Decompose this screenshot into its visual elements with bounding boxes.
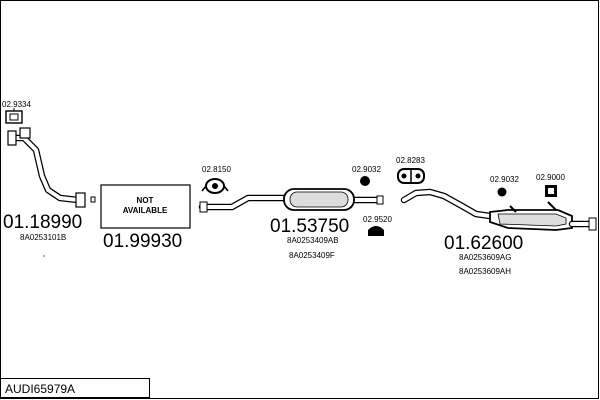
- rubber-center-icon: [368, 226, 384, 236]
- rear-silencer-part: [400, 188, 597, 231]
- front-pipe-code: 01.18990: [3, 212, 82, 233]
- hanger-rear-label: 02.9032: [490, 175, 519, 184]
- center-silencer-ref1: 8A0253409AB: [287, 236, 339, 245]
- center-silencer-code: 01.53750: [270, 216, 349, 237]
- hanger-center-label: 02.9032: [352, 165, 381, 174]
- not-available-line1: NOT: [137, 196, 154, 205]
- bracket-rear-icon: [545, 185, 557, 197]
- center-silencer-ref2: 8A0253409F: [289, 251, 335, 260]
- not-available-box: NOT AVAILABLE: [100, 184, 191, 229]
- rear-silencer-code: 01.62600: [444, 233, 523, 254]
- rear-silencer-ref1: 8A0253609AG: [459, 253, 512, 262]
- clamp-rear-label: 02.8283: [396, 156, 425, 165]
- middle-na-code: 01.99930: [103, 231, 182, 252]
- not-available-line2: AVAILABLE: [123, 206, 168, 215]
- hanger-center-icon: [360, 176, 370, 186]
- bracket-rear-label: 02.9000: [536, 173, 565, 182]
- rear-silencer-ref2: 8A0253609AH: [459, 267, 511, 276]
- gasket-front-label: 02.9334: [2, 100, 31, 109]
- title-box: AUDI65979A: [0, 378, 150, 398]
- clamp-center-icon: [201, 178, 229, 194]
- diagram-title: AUDI65979A: [5, 382, 76, 396]
- hanger-rear-icon: [497, 187, 507, 197]
- front-pipe-part: [7, 127, 96, 208]
- clamp-rear-icon: [397, 168, 425, 184]
- center-silencer-part: [198, 188, 384, 213]
- clamp-center-label: 02.8150: [202, 165, 231, 174]
- rubber-center-label: 02.9520: [363, 215, 392, 224]
- front-pipe-ref: 8A0253101B: [20, 233, 66, 242]
- gasket-front-icon: [5, 108, 23, 124]
